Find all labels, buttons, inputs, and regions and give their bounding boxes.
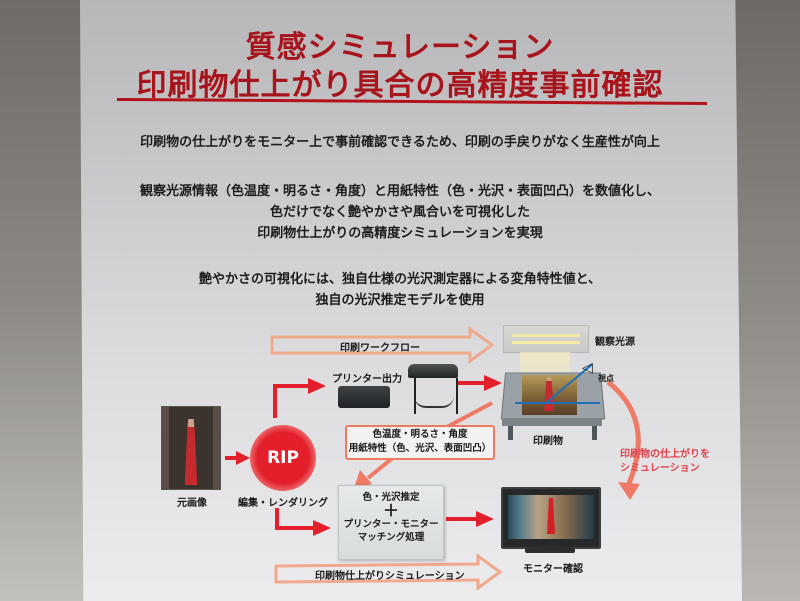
table-edge (502, 418, 602, 426)
body-para-3-line-1: 艶やかさの可視化には、独自仕様の光沢測定器による変角特性値と、 (198, 272, 602, 287)
light-source-lamp-icon (503, 325, 589, 353)
info-box-line-2: 用紙特性（色、光沢、表面凹凸） (348, 443, 492, 454)
desktop-printer-icon (338, 386, 390, 408)
source-image-label: 元画像 (177, 498, 207, 509)
printed-figure (544, 377, 554, 411)
body-para-3-line-2: 独自の光沢推定モデルを使用 (315, 293, 485, 308)
monitor-screen (508, 495, 594, 539)
eye-viewpoint-icon: ◁ (582, 360, 593, 376)
large-format-printer-icon (408, 364, 458, 378)
process-line-1: 色・光沢推定 (362, 492, 420, 503)
printer-output-label: プリンター出力 (332, 374, 402, 385)
monitor-figure (547, 498, 555, 534)
simulate-label-line-1: 印刷物の仕上がりを (620, 449, 710, 460)
body-para-2-line-3: 印刷物仕上がりの高精度シミュレーションを実現 (257, 226, 543, 241)
body-para-2-line-2: 色だけでなく艶やかさや風合いを可視化した (269, 205, 530, 220)
workflow-arrow-label: 印刷ワークフロー (340, 343, 420, 354)
title-line-1: 質感シミュレーション (245, 30, 555, 65)
body-para-1: 印刷物の仕上がりをモニター上で事前確認できるため、印刷の手戻りがなく生産性が向上 (140, 135, 660, 150)
info-box-line-1: 色温度・明るさ・角度 (372, 429, 468, 440)
parameters-info-box: 色温度・明るさ・角度 用紙特性（色、光沢、表面凹凸） (345, 425, 495, 460)
wall-left (0, 0, 84, 601)
body-para-2-line-1: 観察光源情報（色温度・明るさ・角度）と用紙特性（色・光沢・表面凹凸）を数値化し、 (139, 184, 660, 199)
light-source-label: 観察光源 (595, 337, 635, 348)
woman-in-red-dress-figure (184, 419, 198, 485)
simulate-label-line-2: シミュレーション (620, 463, 700, 474)
monitor-icon (501, 487, 601, 549)
source-image-thumbnail (161, 406, 221, 490)
process-line-3: マッチング処理 (357, 532, 425, 543)
workflow-arrow-top (270, 326, 495, 364)
monitor-label: モニター確認 (523, 564, 583, 575)
title-line-2: 印刷物仕上がり具合の高精度事前確認 (136, 68, 664, 103)
wall-right (730, 0, 800, 601)
simulation-arrow-label: 印刷物仕上がりシミュレーション (315, 571, 465, 582)
rip-caption: 編集・レンダリング (238, 498, 328, 509)
process-line-2: プリンター・モニター (343, 519, 439, 530)
printer-basket (414, 396, 454, 408)
rip-circle: RIP (250, 425, 316, 491)
viewpoint-label: 視点 (598, 374, 614, 383)
surface-line (515, 402, 600, 404)
simulation-arrow-bottom (274, 553, 503, 591)
plus-icon: ＋ (382, 501, 399, 520)
printed-matter-label: 印刷物 (533, 436, 563, 447)
estimation-process-box: 色・光沢推定 ＋ プリンター・モニター マッチング処理 (338, 485, 444, 560)
monitor-stand (525, 546, 575, 553)
table-leg-right (592, 426, 597, 440)
table-leg-left (508, 426, 513, 440)
